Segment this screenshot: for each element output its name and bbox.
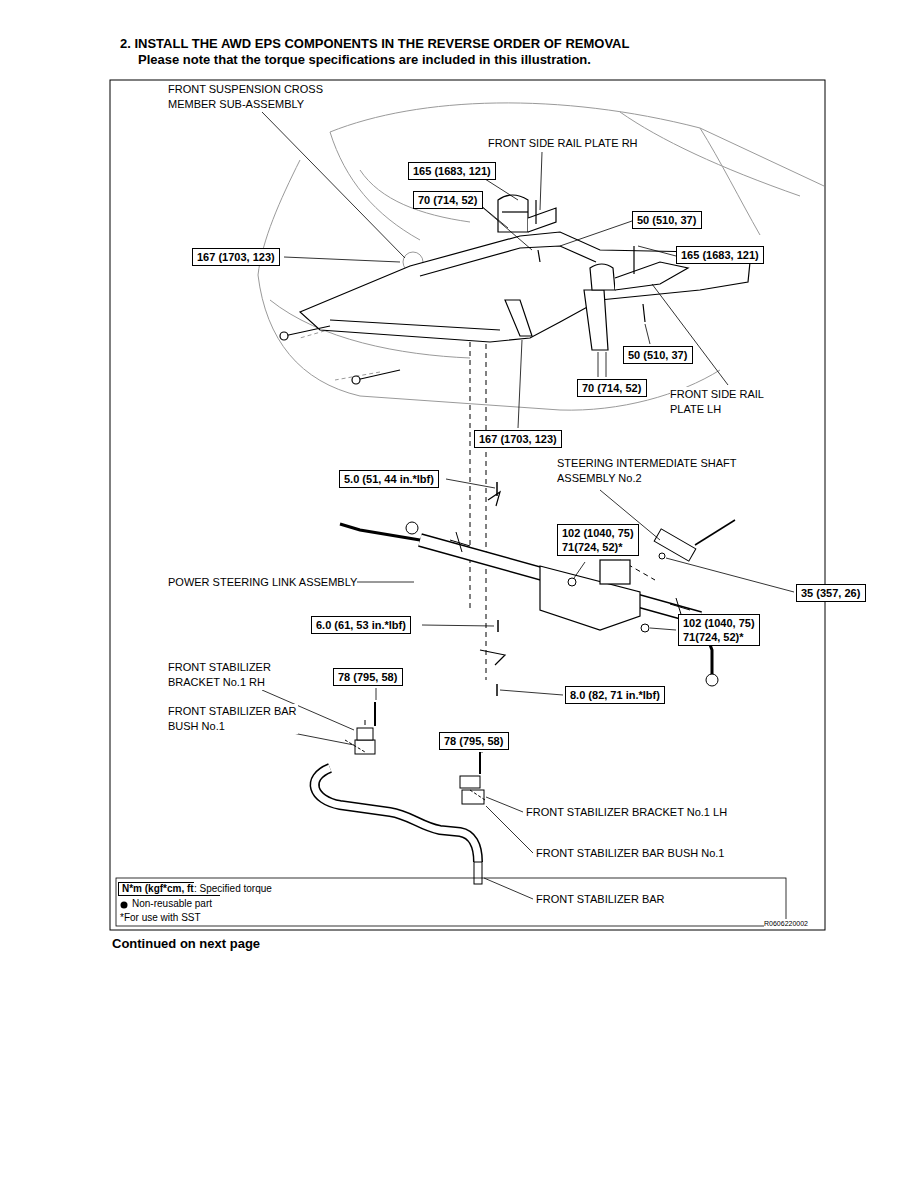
torque-value: 165 (1683, 121) [681,248,759,262]
torque-value: 71(724, 52)* [683,630,755,644]
part-name: FRONT STABILIZER BAR [536,892,665,907]
torque-value: 8.0 (82, 71 in.*lbf) [570,688,660,702]
torque-box: 5.0 (51, 44 in.*lbf) [339,470,439,488]
part-name: FRONT SUSPENSION CROSS MEMBER SUB-ASSEMB… [168,82,368,112]
torque-value: 78 (795, 58) [444,734,504,748]
torque-value: 70 (714, 52) [582,381,642,395]
torque-box: 8.0 (82, 71 in.*lbf) [565,686,665,704]
subtitle-note: Please note that the torque specificatio… [138,52,591,68]
torque-value: 167 (1703, 123) [197,250,275,264]
torque-box: 70 (714, 52) [413,191,483,209]
torque-value: 78 (795, 58) [338,670,398,684]
part-name: FRONT STABILIZER BAR BUSH No.1 [536,846,724,861]
torque-box: 165 (1683, 121) [408,162,496,180]
torque-box: 50 (510, 37) [632,211,702,229]
torque-value: 6.0 (61, 53 in.*lbf) [316,618,406,632]
torque-value: 50 (510, 37) [628,348,688,362]
part-name: STEERING INTERMEDIATE SHAFT ASSEMBLY No.… [557,456,772,486]
page-title: 2. INSTALL THE AWD EPS COMPONENTS IN THE… [120,36,629,51]
torque-value: 102 (1040, 75) [683,616,755,630]
torque-box: 102 (1040, 75)71(724, 52)* [557,524,639,556]
torque-value: 50 (510, 37) [637,213,697,227]
steering-rack [340,482,735,696]
cross-member [300,195,750,350]
torque-box: 50 (510, 37) [623,346,693,364]
part-name: FRONT STABILIZER BAR BUSH No.1 [168,704,298,734]
part-name: POWER STEERING LINK ASSEMBLY [168,575,357,590]
legend-text: Non-reusable part [132,897,212,910]
non-reusable-dot [121,902,128,909]
leader-lines [262,112,794,899]
part-name: FRONT STABILIZER BRACKET No.1 RH [168,660,298,690]
torque-value: 35 (357, 26) [801,586,861,600]
figure-id: R0606220002 [764,919,808,929]
frame [110,80,825,930]
stabilizer-bar [315,702,485,884]
torque-box: 6.0 (61, 53 in.*lbf) [311,616,411,634]
torque-box: 165 (1683, 121) [676,246,764,264]
torque-box: 167 (1703, 123) [192,248,280,266]
torque-box: 78 (795, 58) [439,732,509,750]
part-name: FRONT STABILIZER BRACKET No.1 LH [526,805,727,820]
torque-box: 35 (357, 26) [796,584,866,602]
torque-box: 78 (795, 58) [333,668,403,686]
long-bolts [280,326,400,384]
torque-value: 70 (714, 52) [418,193,478,207]
continued-note: Continued on next page [112,936,260,952]
torque-value: 71(724, 52)* [562,540,634,554]
part-name: *For use with SST [120,911,201,924]
torque-box: 102 (1040, 75)71(724, 52)* [678,614,760,646]
legend-frame [116,878,786,926]
torque-value: 102 (1040, 75) [562,526,634,540]
torque-box: 70 (714, 52) [577,379,647,397]
part-name: FRONT SIDE RAIL PLATE LH [670,387,790,417]
legend-text: : Specified torque [194,882,272,895]
torque-value: 167 (1703, 123) [479,432,557,446]
torque-value: 5.0 (51, 44 in.*lbf) [344,472,434,486]
vehicle-outline [258,103,824,410]
torque-value: 165 (1683, 121) [413,164,491,178]
torque-box: 167 (1703, 123) [474,430,562,448]
part-name: FRONT SIDE RAIL PLATE RH [488,136,638,151]
